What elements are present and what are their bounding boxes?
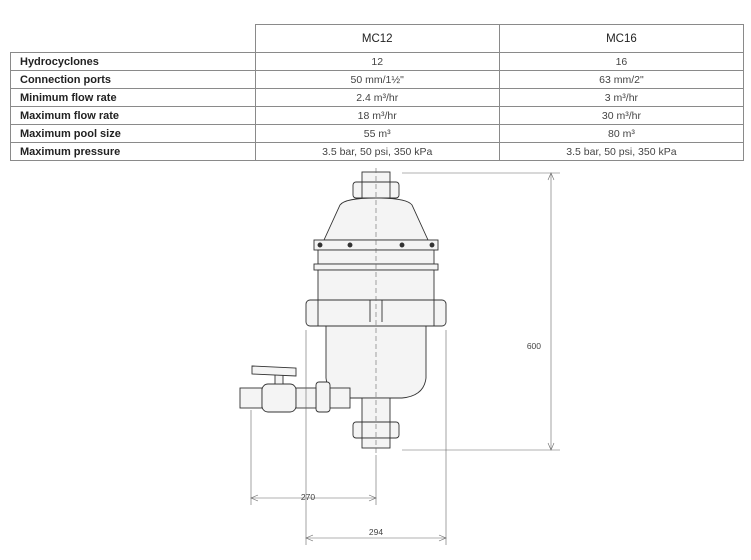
row-label: Maximum flow rate <box>10 106 256 125</box>
mc16-value: 3.5 bar, 50 psi, 350 kPa <box>498 142 745 161</box>
table-row: Maximum flow rate 18 m³/hr 30 m³/hr <box>10 106 745 125</box>
row-label: Maximum pool size <box>10 124 256 143</box>
table-row: Connection ports 50 mm/1½" 63 mm/2" <box>10 70 745 89</box>
body-width-dimension-label: 294 <box>369 527 383 537</box>
height-dimension-label: 600 <box>527 341 541 351</box>
table-header-row: MC12 MC16 <box>10 24 745 53</box>
table-row: Maximum pressure 3.5 bar, 50 psi, 350 kP… <box>10 142 745 161</box>
row-label: Connection ports <box>10 70 256 89</box>
dimension-lines <box>250 168 560 545</box>
column-header-mc16: MC16 <box>498 24 745 53</box>
table-row: Minimum flow rate 2.4 m³/hr 3 m³/hr <box>10 88 745 107</box>
specifications-table: MC12 MC16 Hydrocyclones 12 16 Connection… <box>10 24 745 161</box>
row-label: Minimum flow rate <box>10 88 256 107</box>
mc12-value: 3.5 bar, 50 psi, 350 kPa <box>254 142 500 161</box>
inlet-offset-dimension-label: 270 <box>301 492 315 502</box>
hydrocyclone-filter-illustration <box>239 171 447 449</box>
